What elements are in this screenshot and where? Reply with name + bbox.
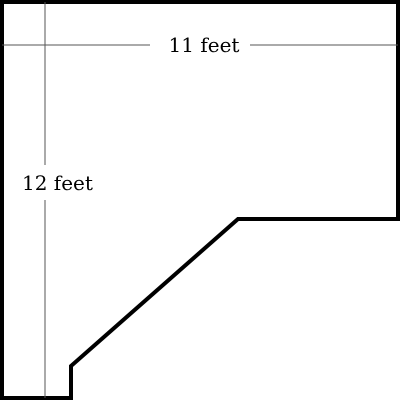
height-dimension-label: 12 feet xyxy=(22,171,93,195)
width-dimension-label: 11 feet xyxy=(169,33,240,57)
